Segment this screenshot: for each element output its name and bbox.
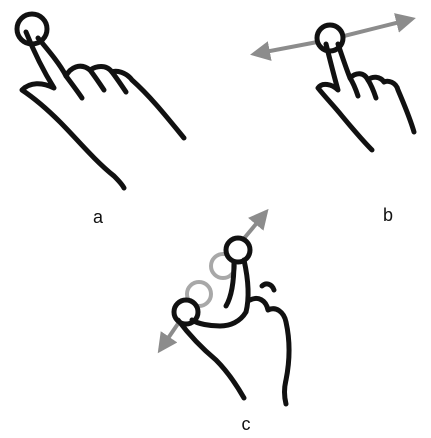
panel-label-c: c bbox=[241, 414, 251, 434]
panel-label-b: b bbox=[382, 205, 394, 225]
panel-label-a: a bbox=[92, 207, 104, 227]
pinch-zoom-gesture-icon bbox=[157, 208, 292, 407]
tap-gesture-icon bbox=[14, 11, 187, 191]
swipe-gesture-icon bbox=[250, 13, 417, 153]
touch-ring-icon bbox=[223, 235, 253, 265]
